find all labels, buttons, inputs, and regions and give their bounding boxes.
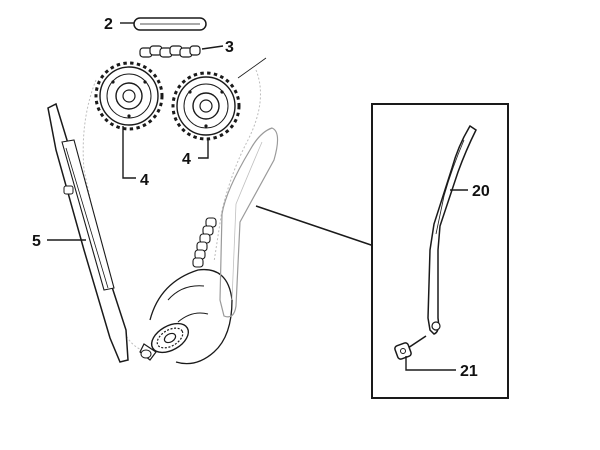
callout-20: 20 bbox=[472, 183, 490, 200]
callout-4-left: 4 bbox=[140, 172, 149, 189]
fixed-chain-guide bbox=[427, 124, 477, 335]
callout-2: 2 bbox=[104, 16, 113, 33]
callout-21: 21 bbox=[460, 363, 478, 380]
callout-leaders bbox=[47, 22, 468, 371]
chain-tensioner-rail bbox=[47, 102, 129, 363]
leader-ghost bbox=[237, 57, 267, 79]
detail-box bbox=[371, 103, 509, 399]
fixed-guide-ghost bbox=[219, 127, 279, 318]
camshaft-sprocket-right bbox=[171, 71, 241, 141]
detail-leader-line bbox=[255, 205, 375, 247]
camshaft-sprocket-left bbox=[94, 61, 164, 131]
chain-segment-top bbox=[139, 45, 201, 58]
timing-chain-right-run bbox=[192, 217, 217, 268]
callout-5: 5 bbox=[32, 233, 41, 250]
crankshaft-sprocket bbox=[150, 322, 190, 354]
upper-chain-guide bbox=[133, 17, 207, 31]
crankshaft-nose bbox=[139, 343, 157, 361]
chain-loop-ghost bbox=[82, 69, 261, 353]
callout-4-right: 4 bbox=[182, 151, 191, 168]
callout-3: 3 bbox=[225, 39, 234, 56]
